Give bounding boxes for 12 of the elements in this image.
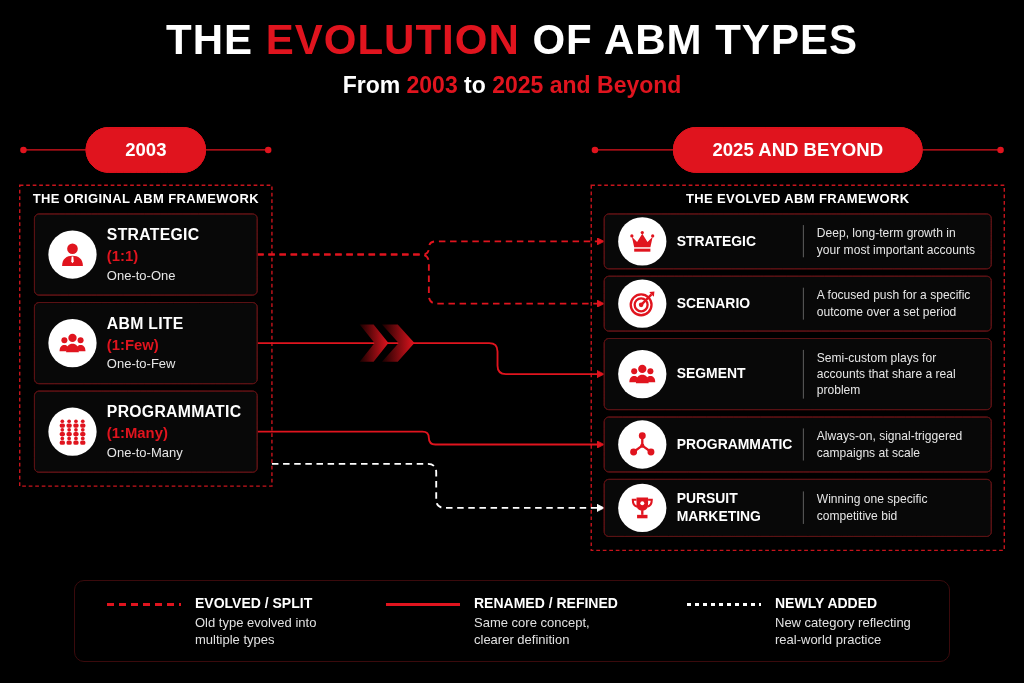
legend-description: Same core concept, clearer definition [474, 615, 591, 649]
legend-label: RENAMED / REFINED [474, 595, 618, 611]
legend-label: NEWLY ADDED [775, 595, 878, 611]
legend-description: New category reflecting real-world practice [775, 615, 912, 649]
arrow [256, 253, 605, 308]
legend-description: Old type evolved into multiple types [195, 615, 318, 649]
title: THE EVOLUTION OF ABM TYPES [166, 16, 858, 65]
arrow [256, 430, 605, 449]
legend-label: EVOLVED / SPLIT [195, 595, 313, 611]
arrow [256, 342, 605, 379]
subtitle: From 2003 to 2025 and Beyond [342, 72, 682, 100]
arrow [271, 462, 605, 512]
